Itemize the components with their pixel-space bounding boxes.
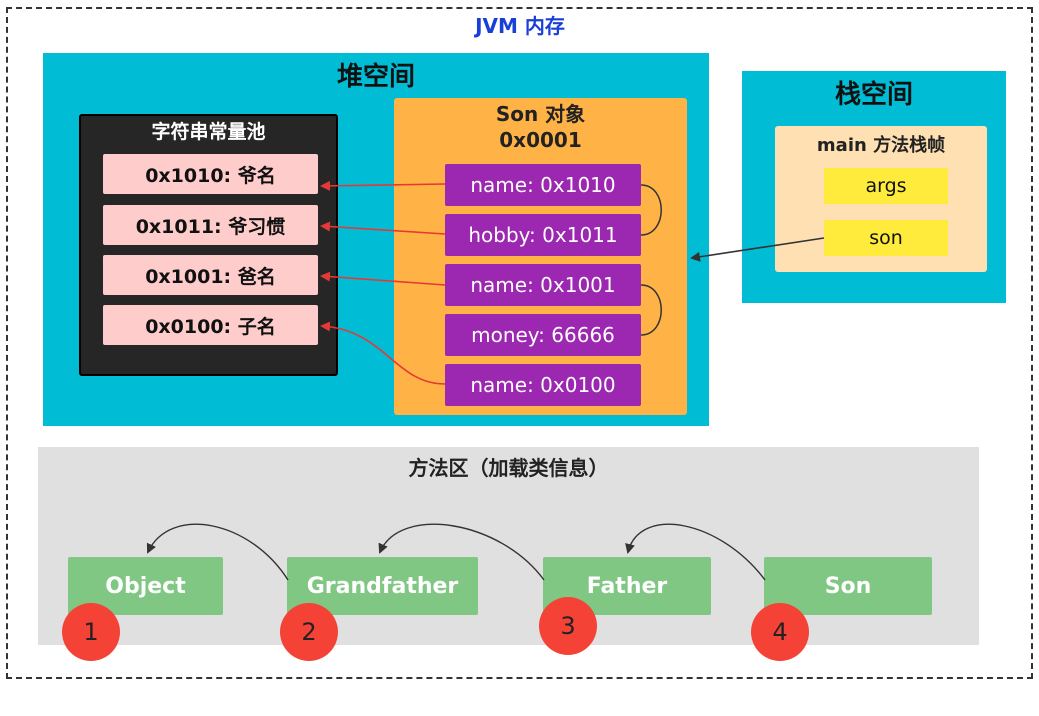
field-grandfather-name: name: 0x1010	[445, 164, 641, 206]
ref-arrow-name-0x1001	[320, 271, 446, 286]
ref-arrow-son-object	[690, 237, 825, 262]
son-object-name: Son 对象	[495, 102, 586, 126]
inherit-arrow-father-grandfather	[378, 523, 545, 581]
load-order-badge-2: 2	[280, 603, 338, 661]
field-group-bracket-grandfather	[640, 184, 662, 236]
string-pool-title: 字符串常量池	[151, 121, 266, 143]
son-object-address: 0x0001	[499, 128, 582, 152]
jvm-title: JVM 内存	[475, 14, 565, 38]
field-father-name: name: 0x1001	[445, 264, 641, 306]
pool-entry-0x1010: 0x1010: 爷名	[103, 154, 318, 194]
field-grandfather-hobby: hobby: 0x1011	[445, 214, 641, 256]
pool-entry-0x1001: 0x1001: 爸名	[103, 255, 318, 295]
field-group-bracket-father	[640, 284, 662, 336]
class-grandfather: Grandfather	[287, 557, 478, 615]
load-order-badge-4: 4	[751, 603, 809, 661]
inherit-arrow-son-father	[625, 523, 766, 581]
pool-entry-0x1011: 0x1011: 爷习惯	[103, 205, 318, 245]
pool-entry-0x0100: 0x0100: 子名	[103, 305, 318, 345]
var-son: son	[824, 220, 948, 256]
ref-arrow-hobby-0x1011	[320, 221, 446, 235]
son-object-title: Son 对象 0x0001	[394, 101, 687, 153]
stack-title: 栈空间	[834, 80, 913, 110]
main-frame-title: main 方法栈帧	[816, 135, 946, 156]
field-son-name: name: 0x0100	[445, 364, 641, 406]
method-area-title: 方法区（加载类信息）	[408, 456, 609, 480]
inherit-arrow-grandfather-object	[146, 523, 289, 581]
load-order-badge-1: 1	[62, 603, 120, 661]
ref-arrow-name-0x0100	[320, 321, 446, 385]
jvm-memory-container	[6, 7, 1033, 679]
field-father-money: money: 66666	[445, 314, 641, 356]
heap-title: 堆空间	[336, 62, 415, 92]
ref-arrow-name-0x1010	[320, 180, 446, 191]
load-order-badge-3: 3	[539, 597, 597, 655]
class-object: Object	[68, 557, 223, 615]
son-object	[394, 98, 687, 415]
var-args: args	[824, 168, 948, 204]
